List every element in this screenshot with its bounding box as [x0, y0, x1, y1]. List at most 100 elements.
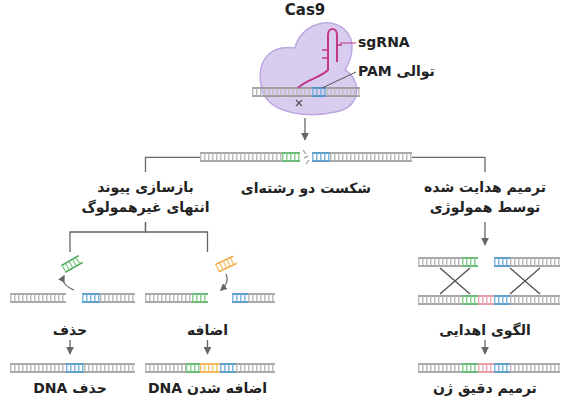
dna-strand	[494, 258, 510, 266]
dna-rungs	[312, 154, 330, 161]
branch-line	[146, 222, 208, 252]
insertion-arrow	[221, 274, 227, 290]
dna-rungs	[82, 295, 100, 302]
dna-strand	[510, 258, 560, 266]
dna-strand	[84, 364, 135, 372]
callout-label: توالی PAM	[358, 63, 435, 79]
removal-arrow	[63, 276, 74, 290]
dna-rungs	[510, 365, 560, 372]
dna-strand	[418, 258, 462, 266]
flow-arrow	[484, 222, 485, 245]
dna-strand	[248, 294, 275, 302]
dna-rungs	[462, 365, 478, 372]
dna-strand	[200, 153, 282, 161]
dna-rungs	[84, 365, 135, 372]
stage-label: حذف DNA	[33, 378, 107, 398]
dna-strand	[82, 294, 100, 302]
removed-fragment	[61, 256, 82, 273]
dna-strand	[100, 294, 135, 302]
stage-box: ترمیم دقیق ژن	[412, 354, 558, 398]
stage-box: حذف DNA	[5, 354, 135, 398]
dna-rungs	[192, 295, 208, 302]
dna-rungs	[462, 297, 478, 304]
dna-strand	[330, 153, 412, 161]
stage-label: اضافه	[187, 320, 228, 340]
stage-label: ترمیم دقیق ژن	[433, 378, 537, 398]
dna-rungs	[510, 259, 560, 266]
dna-rungs	[418, 259, 462, 266]
inserted-fragment	[215, 256, 237, 272]
dna-strand	[462, 258, 478, 266]
stage-label: حذف	[53, 320, 87, 340]
dna-strand	[510, 364, 560, 372]
dna-strand	[10, 294, 66, 302]
protein-label: Cas9	[285, 0, 326, 22]
dna-strand	[462, 296, 478, 304]
dna-rungs	[478, 297, 494, 304]
dna-strand	[252, 88, 312, 96]
dna-strand	[145, 364, 186, 372]
dna-rungs	[10, 295, 66, 302]
sgrna-strand	[298, 29, 337, 88]
dna-strand	[61, 256, 82, 273]
dna-strand	[494, 296, 510, 304]
stage-label: ترمیم هدایت شده توسط همولوژی	[420, 177, 550, 218]
stage-box: اضافه شدن DNA	[140, 354, 275, 398]
stage-box: شکست دو رشته‌ای	[200, 140, 412, 198]
dna-strand	[326, 88, 360, 96]
dna-rungs	[186, 365, 200, 372]
dna-rungs	[66, 365, 84, 372]
stage-label: اضافه شدن DNA	[148, 378, 267, 398]
pam-strand	[312, 88, 326, 96]
branch-line	[146, 157, 201, 172]
dna-rungs	[494, 297, 510, 304]
dna-rungs	[494, 259, 510, 266]
dna-strand	[232, 294, 248, 302]
stage-label: الگوی اهدایی	[439, 320, 531, 340]
dna-strand	[478, 296, 494, 304]
dna-strand	[312, 153, 330, 161]
protein-complex: Cas9	[250, 0, 360, 118]
stage-box: حذف	[5, 252, 135, 340]
dna-rungs	[252, 89, 312, 96]
dna-rungs	[248, 295, 275, 302]
dna-strand	[145, 294, 192, 302]
leader-line	[340, 43, 356, 44]
dna-rungs	[232, 295, 248, 302]
stage-box: بازسازی پیوند انتهای غیرهمولوگ	[78, 172, 213, 222]
dna-strand	[186, 364, 200, 372]
pam-rungs	[312, 89, 326, 96]
dna-rungs	[217, 260, 235, 268]
dna-strand	[192, 294, 208, 302]
dna-rungs	[100, 295, 135, 302]
dna-strand	[510, 296, 560, 304]
dna-rungs	[236, 365, 275, 372]
dna-rungs	[200, 365, 220, 372]
cas9-protein	[260, 23, 356, 115]
dna-strand	[418, 364, 462, 372]
dna-rungs	[494, 365, 510, 372]
dna-strand	[418, 296, 462, 304]
dna-rungs	[478, 365, 494, 372]
flow-arrow	[207, 340, 208, 354]
dna-rungs	[326, 89, 360, 96]
dna-rungs	[63, 259, 80, 269]
callout-label: sgRNA	[358, 34, 410, 50]
dna-rungs	[145, 365, 186, 372]
dna-rungs	[10, 365, 66, 372]
branch-line	[70, 222, 146, 252]
dna-strand	[66, 364, 84, 372]
dna-rungs	[282, 154, 300, 161]
sgrna-hairpin	[322, 45, 342, 58]
dna-rungs	[510, 297, 560, 304]
scissors-mark	[296, 100, 302, 106]
dna-strand	[236, 364, 275, 372]
dna-rungs	[418, 297, 462, 304]
dna-rungs	[330, 154, 412, 161]
stage-label: شکست دو رشته‌ای	[241, 178, 371, 198]
flow-arrow	[484, 340, 485, 354]
dna-strand	[215, 256, 237, 272]
crossover-lines	[440, 268, 540, 294]
dna-rungs	[200, 154, 282, 161]
